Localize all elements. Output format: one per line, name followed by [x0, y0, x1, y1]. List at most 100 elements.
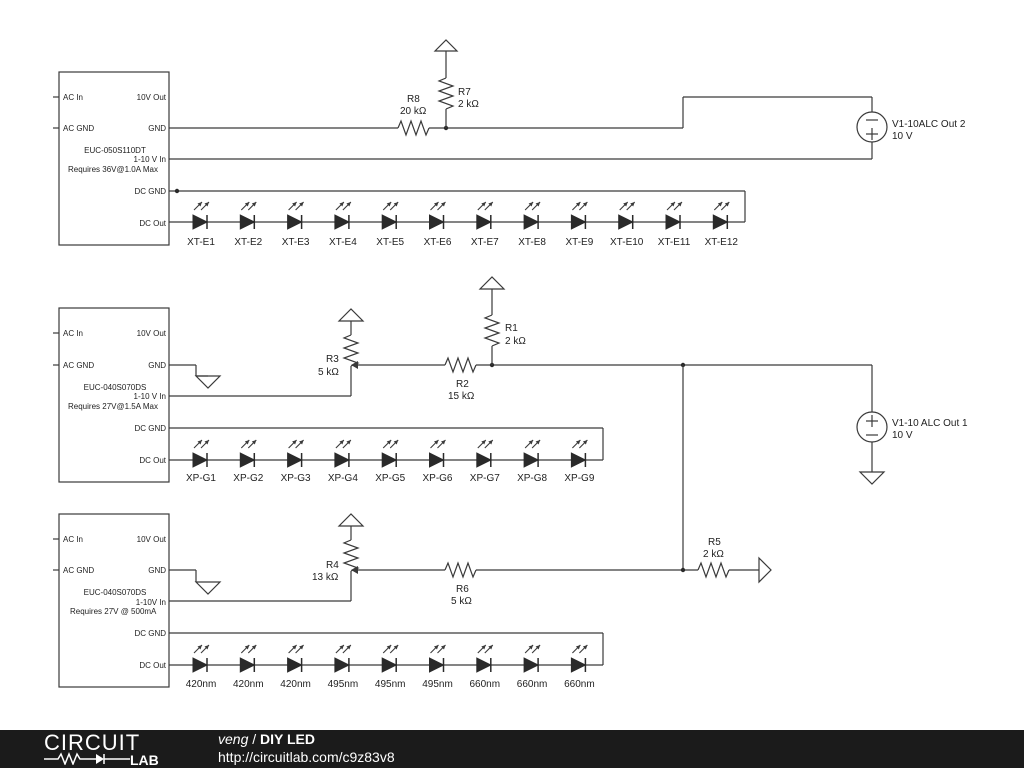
led-label: XT-E2	[234, 237, 262, 248]
pin-label: GND	[148, 361, 166, 370]
resistor-r4	[342, 539, 360, 572]
svg-text:CIRCUIT: CIRCUIT	[44, 733, 140, 755]
led-diode	[334, 644, 352, 673]
led-diode	[476, 439, 494, 468]
pin-label: 10V Out	[137, 329, 167, 338]
supply-arrow-r7	[433, 39, 459, 52]
led-diode	[334, 201, 352, 230]
resistor-value: 15 kΩ	[448, 391, 475, 402]
led-label: XT-E6	[424, 237, 452, 248]
led-diode	[192, 201, 210, 230]
led-label: XT-E7	[471, 237, 499, 248]
author-name[interactable]: veng	[218, 731, 249, 747]
resistor-r8	[397, 119, 430, 137]
led-diode	[523, 201, 541, 230]
supply-arrow-r3	[337, 308, 365, 322]
resistor-name: R8	[407, 94, 420, 105]
led-label: XP-G1	[186, 473, 216, 484]
pin-label: AC GND	[63, 124, 94, 133]
led-diode	[381, 439, 399, 468]
resistor-value: 13 kΩ	[312, 572, 339, 583]
led-label: XT-E9	[566, 237, 594, 248]
circuit-url-link[interactable]: http://circuitlab.com/c9z83v8	[218, 749, 395, 765]
resistor-name: R4	[326, 560, 339, 571]
led-diode	[476, 201, 494, 230]
svg-text:LAB: LAB	[130, 752, 159, 765]
led-label: XP-G6	[422, 473, 452, 484]
led-diode	[429, 201, 447, 230]
pin-label: DC GND	[134, 187, 166, 196]
led-diode	[334, 439, 352, 468]
pin-label: 10V Out	[137, 535, 167, 544]
resistor-name: R2	[456, 379, 469, 390]
led-diode	[381, 201, 399, 230]
control-circuit-top: R8 20 kΩ R7 2 kΩ V1-10ALC Out 2 10 V	[169, 39, 966, 160]
ground-symbol	[194, 375, 222, 389]
led-diode	[287, 201, 305, 230]
pin-label: 1-10V In	[136, 598, 166, 607]
circuitlab-logo: CIRCUIT LAB	[44, 733, 159, 765]
led-label: 495nm	[328, 679, 359, 690]
led-diode	[712, 201, 730, 230]
resistor-name: R3	[326, 354, 339, 365]
pin-label: AC In	[63, 535, 83, 544]
resistor-name: R1	[505, 323, 518, 334]
led-label: XT-E3	[282, 237, 310, 248]
resistor-value: 20 kΩ	[400, 106, 427, 117]
led-label: 495nm	[422, 679, 453, 690]
led-label: XP-G2	[233, 473, 263, 484]
driver-model: EUC-040S070DS	[84, 588, 147, 597]
led-label: XP-G9	[564, 473, 594, 484]
driver-block-2: AC In AC GND 10V Out GND 1-10 V In DC GN…	[53, 307, 170, 483]
driver-requirement: Requires 36V@1.0A Max	[68, 165, 158, 174]
pin-label: DC Out	[139, 219, 166, 228]
ground-arrow-r5	[758, 556, 772, 584]
led-label: XT-E12	[705, 237, 739, 248]
led-diode	[239, 644, 257, 673]
led-diode	[665, 201, 683, 230]
led-label: XT-E5	[376, 237, 404, 248]
circuit-title[interactable]: DIY LED	[260, 731, 316, 747]
led-label: 420nm	[280, 679, 311, 690]
pin-label: 1-10 V In	[134, 392, 166, 401]
driver-block-3: AC In AC GND 10V Out GND 1-10V In DC GND…	[53, 513, 170, 688]
separator: /	[248, 731, 261, 747]
led-diode	[429, 644, 447, 673]
control-circuit-middle: R3 5 kΩ R1 2 kΩ R2 15 kΩ V1-10 ALC Out 1…	[169, 276, 968, 570]
resistor-name: R7	[458, 87, 471, 98]
pin-label: AC GND	[63, 361, 94, 370]
ground-symbol	[194, 581, 222, 595]
led-label: XT-E1	[187, 237, 215, 248]
led-label: 420nm	[233, 679, 264, 690]
source-value: 10 V	[892, 430, 913, 441]
led-label: XT-E4	[329, 237, 357, 248]
led-diode	[476, 644, 494, 673]
led-label: XP-G4	[328, 473, 358, 484]
led-diode	[618, 201, 636, 230]
pin-label: DC Out	[139, 661, 166, 670]
pin-label: GND	[148, 566, 166, 575]
led-label: XT-E10	[610, 237, 644, 248]
led-label: XP-G5	[375, 473, 405, 484]
footer-author: veng / DIY LED	[218, 731, 315, 747]
resistor-value: 2 kΩ	[703, 549, 724, 560]
source-name: V1-10 ALC Out 1	[892, 418, 968, 429]
resistor-value: 5 kΩ	[451, 596, 472, 607]
ground-symbol	[858, 471, 886, 485]
supply-arrow-r4	[337, 513, 365, 527]
led-label: 660nm	[564, 679, 595, 690]
schematic-canvas: AC In AC GND 10V Out GND 1-10 V In DC GN…	[53, 39, 968, 690]
led-label: 660nm	[470, 679, 501, 690]
led-label: XP-G8	[517, 473, 547, 484]
control-circuit-bottom: R4 13 kΩ R6 5 kΩ R5 2 kΩ	[169, 513, 772, 607]
led-diode	[239, 201, 257, 230]
led-diode	[381, 644, 399, 673]
source-name: V1-10ALC Out 2	[892, 119, 966, 130]
driver-model: EUC-040S070DS	[84, 383, 147, 392]
pin-label: AC In	[63, 93, 83, 102]
pin-label: 1-10 V In	[134, 155, 166, 164]
driver-requirement: Requires 27V@1.5A Max	[68, 402, 158, 411]
